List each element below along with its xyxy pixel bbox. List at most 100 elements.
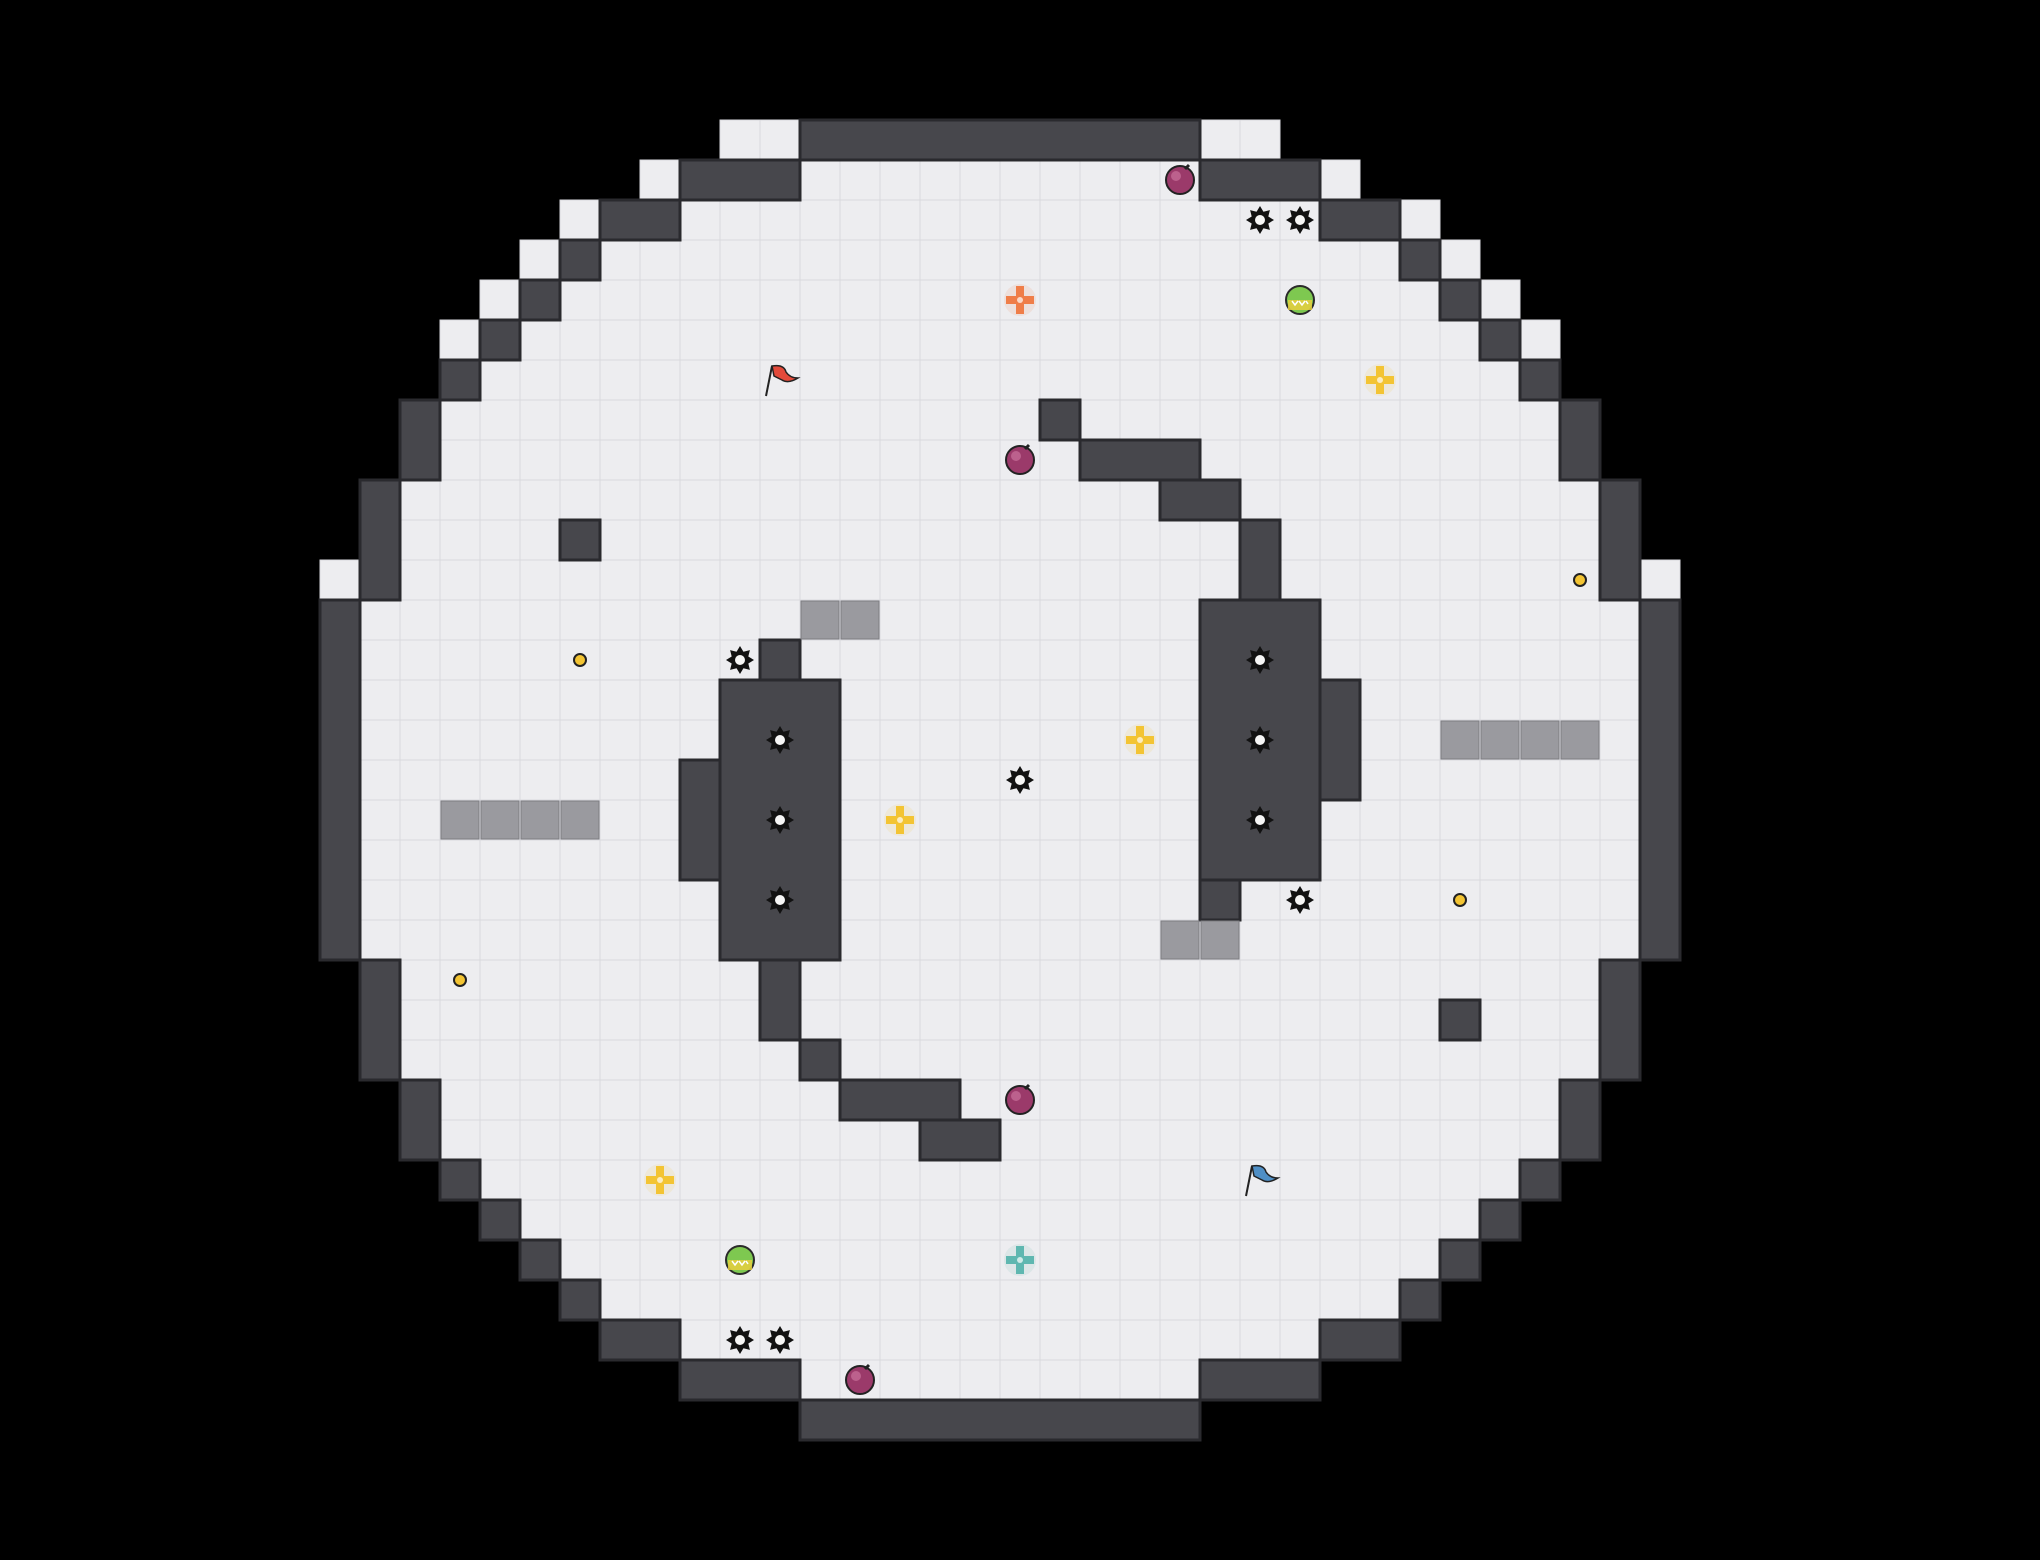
floor-tile — [999, 679, 1041, 721]
floor-tile — [599, 599, 641, 641]
floor-tile — [1119, 479, 1161, 521]
floor-tile — [759, 1039, 801, 1081]
gate-tile — [800, 600, 840, 640]
floor-tile — [1319, 439, 1361, 481]
floor-tile — [479, 279, 521, 321]
floor-tile — [1039, 199, 1081, 241]
floor-tile — [1359, 1279, 1401, 1321]
floor-tile — [839, 159, 881, 201]
floor-tile — [519, 879, 561, 921]
floor-tile — [799, 1359, 841, 1401]
floor-tile — [1599, 759, 1641, 801]
floor-tile — [919, 239, 961, 281]
floor-tile — [839, 759, 881, 801]
floor-tile — [799, 1119, 841, 1161]
floor-tile — [999, 199, 1041, 241]
coin-icon — [453, 973, 467, 987]
floor-tile — [719, 1199, 761, 1241]
floor-tile — [1479, 599, 1521, 641]
floor-tile — [1039, 759, 1081, 801]
floor-tile — [759, 319, 801, 361]
spike-icon — [1286, 206, 1314, 234]
floor-tile — [879, 1359, 921, 1401]
floor-tile — [1119, 879, 1161, 921]
floor-tile — [679, 599, 721, 641]
gate-tile — [1560, 720, 1600, 760]
floor-tile — [1439, 559, 1481, 601]
floor-tile — [1039, 239, 1081, 281]
floor-tile — [1159, 879, 1201, 921]
floor-tile — [879, 319, 921, 361]
floor-tile — [799, 1319, 841, 1361]
floor-tile — [919, 759, 961, 801]
floor-tile — [1159, 399, 1201, 441]
floor-tile — [1439, 639, 1481, 681]
floor-tile — [959, 159, 1001, 201]
floor-tile — [679, 319, 721, 361]
floor-tile — [719, 479, 761, 521]
floor-tile — [519, 519, 561, 561]
wall-block — [478, 1198, 522, 1242]
floor-tile — [1439, 839, 1481, 881]
wall-block — [558, 1278, 602, 1322]
floor-tile — [1039, 999, 1081, 1041]
floor-tile — [679, 1199, 721, 1241]
floor-tile — [1399, 1119, 1441, 1161]
floor-tile — [919, 799, 961, 841]
floor-tile — [1079, 279, 1121, 321]
floor-tile — [479, 599, 521, 641]
floor-tile — [799, 519, 841, 561]
floor-tile — [879, 759, 921, 801]
wall-block — [798, 1398, 1202, 1442]
floor-tile — [1119, 399, 1161, 441]
floor-tile — [1319, 999, 1361, 1041]
floor-tile — [1199, 439, 1241, 481]
floor-tile — [479, 759, 521, 801]
bomb-icon — [1165, 163, 1195, 195]
floor-tile — [1119, 519, 1161, 561]
floor-tile — [1399, 759, 1441, 801]
floor-tile — [1319, 479, 1361, 521]
floor-tile — [999, 559, 1041, 601]
wall-block — [798, 1038, 842, 1082]
floor-tile — [1159, 959, 1201, 1001]
floor-tile — [1079, 1319, 1121, 1361]
floor-tile — [1119, 599, 1161, 641]
floor-tile — [1079, 799, 1121, 841]
floor-tile — [1079, 1039, 1121, 1081]
floor-tile — [359, 799, 401, 841]
floor-tile — [879, 439, 921, 481]
floor-tile — [1119, 1319, 1161, 1361]
floor-tile — [1479, 1119, 1521, 1161]
floor-tile — [1159, 719, 1201, 761]
floor-tile — [1399, 719, 1441, 761]
spike-icon — [726, 646, 754, 674]
floor-tile — [1359, 799, 1401, 841]
floor-tile — [479, 679, 521, 721]
floor-tile — [799, 999, 841, 1041]
floor-tile — [879, 1119, 921, 1161]
floor-tile — [1479, 919, 1521, 961]
floor-tile — [479, 359, 521, 401]
floor-tile — [919, 599, 961, 641]
floor-tile — [839, 1039, 881, 1081]
floor-tile — [879, 1039, 921, 1081]
floor-tile — [1239, 1279, 1281, 1321]
floor-tile — [759, 559, 801, 601]
floor-tile — [1079, 1359, 1121, 1401]
floor-tile — [1119, 759, 1161, 801]
floor-tile — [1479, 1079, 1521, 1121]
spike-icon — [766, 806, 794, 834]
floor-tile — [1319, 519, 1361, 561]
floor-tile — [919, 479, 961, 521]
floor-tile — [399, 919, 441, 961]
floor-tile — [359, 599, 401, 641]
floor-tile — [719, 1279, 761, 1321]
floor-tile — [1399, 279, 1441, 321]
floor-tile — [1239, 1119, 1281, 1161]
floor-tile — [1439, 799, 1481, 841]
floor-tile — [679, 919, 721, 961]
floor-tile — [399, 879, 441, 921]
floor-tile — [1039, 1159, 1081, 1201]
